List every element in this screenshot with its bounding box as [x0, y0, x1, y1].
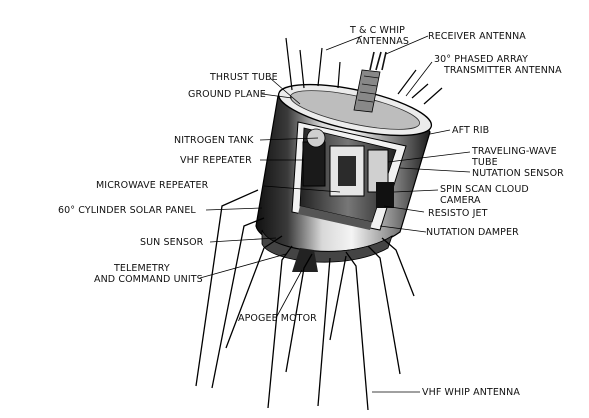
microwave-box: [338, 156, 356, 186]
label-resisto-jet: RESISTO JET: [428, 208, 488, 219]
label-aft-rib: AFT RIB: [452, 125, 489, 136]
label-sun-sensor: SUN SENSOR: [140, 237, 204, 248]
shelf: [298, 206, 372, 230]
label-nutation-sensor: NUTATION SENSOR: [472, 168, 564, 179]
label-nitrogen-tank: NITROGEN TANK: [174, 135, 254, 146]
label-apogee-motor: APOGEE MOTOR: [238, 313, 317, 324]
label-receiver-antenna: RECEIVER ANTENNA: [428, 31, 526, 42]
vhf-repeater-box: [302, 141, 326, 187]
label-spin-scan-2: CAMERA: [440, 195, 481, 206]
label-traveling-wave-2: TUBE: [471, 157, 498, 168]
label-tc-whip-2: ANTENNAS: [356, 36, 409, 47]
receiver-helix: [369, 51, 387, 71]
label-vhf-whip-antenna: VHF WHIP ANTENNA: [422, 387, 520, 398]
label-ground-plane: GROUND PLANE: [188, 89, 266, 100]
center-mast: [353, 69, 381, 113]
label-telemetry-2: AND COMMAND UNITS: [94, 274, 203, 285]
label-solar-panel: 60° CYLINDER SOLAR PANEL: [58, 205, 196, 216]
mast-stripes: [357, 75, 380, 103]
top-whips: [285, 37, 443, 105]
camera-box: [376, 182, 394, 208]
bottom-whips: [195, 189, 415, 411]
satellite-body: [255, 51, 433, 272]
label-tc-whip-1: T & C WHIP: [349, 25, 405, 36]
label-phased-array-2: TRANSMITTER ANTENNA: [443, 65, 562, 76]
labels: T & C WHIP ANTENNAS RECEIVER ANTENNA 30°…: [58, 25, 564, 398]
leader-lines: [199, 35, 471, 393]
label-telemetry-1: TELEMETRY: [113, 263, 170, 274]
label-phased-array-1: 30° PHASED ARRAY: [434, 54, 528, 65]
label-vhf-repeater: VHF REPEATER: [180, 155, 252, 166]
label-spin-scan-1: SPIN SCAN CLOUD: [440, 184, 529, 195]
label-nutation-damper: NUTATION DAMPER: [426, 227, 519, 238]
repeater-panel: [329, 145, 365, 197]
label-traveling-wave-1: TRAVELING-WAVE: [471, 146, 557, 157]
label-microwave-repeater: MICROWAVE REPEATER: [96, 180, 209, 191]
label-thrust-tube: THRUST TUBE: [209, 72, 278, 83]
